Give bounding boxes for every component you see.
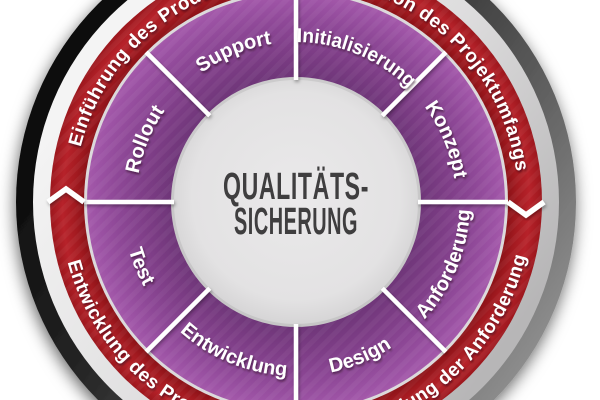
center-title-line1: QUALITÄTS-	[223, 165, 369, 208]
flow-arrows	[46, 185, 546, 219]
segment-dividers	[84, 0, 508, 400]
center-circle	[171, 77, 421, 327]
divider-45	[380, 50, 448, 118]
center-title: QUALITÄTS- SICHERUNG	[223, 165, 369, 243]
chevron-up-icon	[46, 185, 86, 205]
divider-225	[144, 286, 212, 354]
divider-315	[144, 50, 212, 118]
center-title-line2: SICHERUNG	[234, 201, 358, 243]
chevron-down-icon	[506, 199, 546, 219]
divider-135	[380, 286, 448, 354]
